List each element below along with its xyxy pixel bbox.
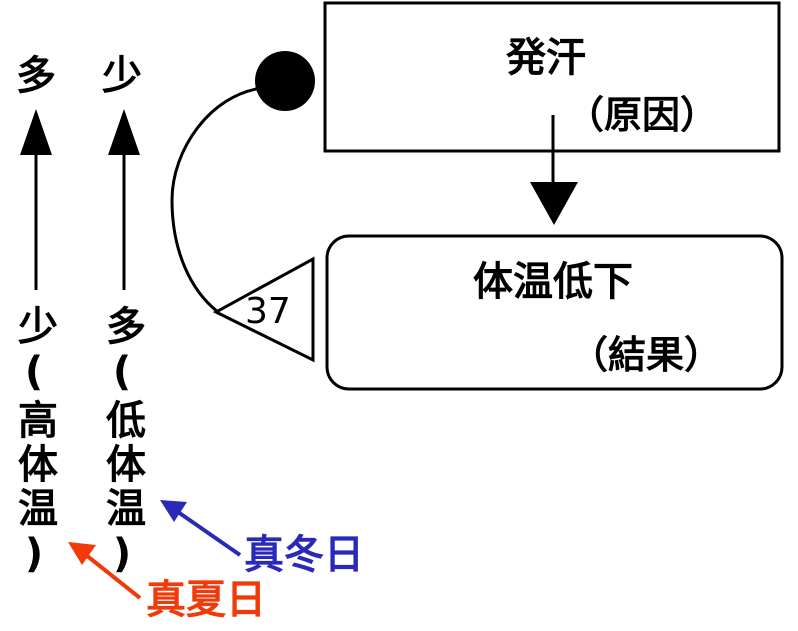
sensor-dot — [255, 51, 315, 111]
left-column-bottom-label: 少(高体温) — [11, 305, 57, 581]
summer-callout-text: 真夏日 — [146, 577, 266, 623]
winter-callout-text: 真冬日 — [244, 532, 364, 578]
right-column-bottom-label: 多(低体温) — [99, 305, 145, 581]
right-column-top-label: 少 — [102, 53, 142, 99]
threshold-triangle — [212, 256, 315, 363]
right-column-arrowhead — [108, 109, 140, 155]
result-subtitle: （結果） — [570, 333, 723, 377]
left-column-top-label: 多 — [16, 53, 56, 99]
summer-callout-arrowhead — [68, 542, 96, 565]
cause-subtitle: （原因） — [566, 93, 719, 137]
left-column-arrowhead — [20, 109, 52, 155]
threshold-label: 37 — [245, 291, 291, 332]
summer-callout-line — [84, 553, 142, 600]
result-box — [325, 234, 784, 391]
feedback-curve — [170, 86, 263, 314]
winter-callout-line — [176, 510, 242, 557]
winter-callout-arrowhead — [160, 500, 187, 522]
cause-to-result-arrowhead — [530, 182, 578, 225]
result-title: 体温低下 — [473, 259, 633, 305]
cause-title: 発汗 — [506, 35, 586, 81]
